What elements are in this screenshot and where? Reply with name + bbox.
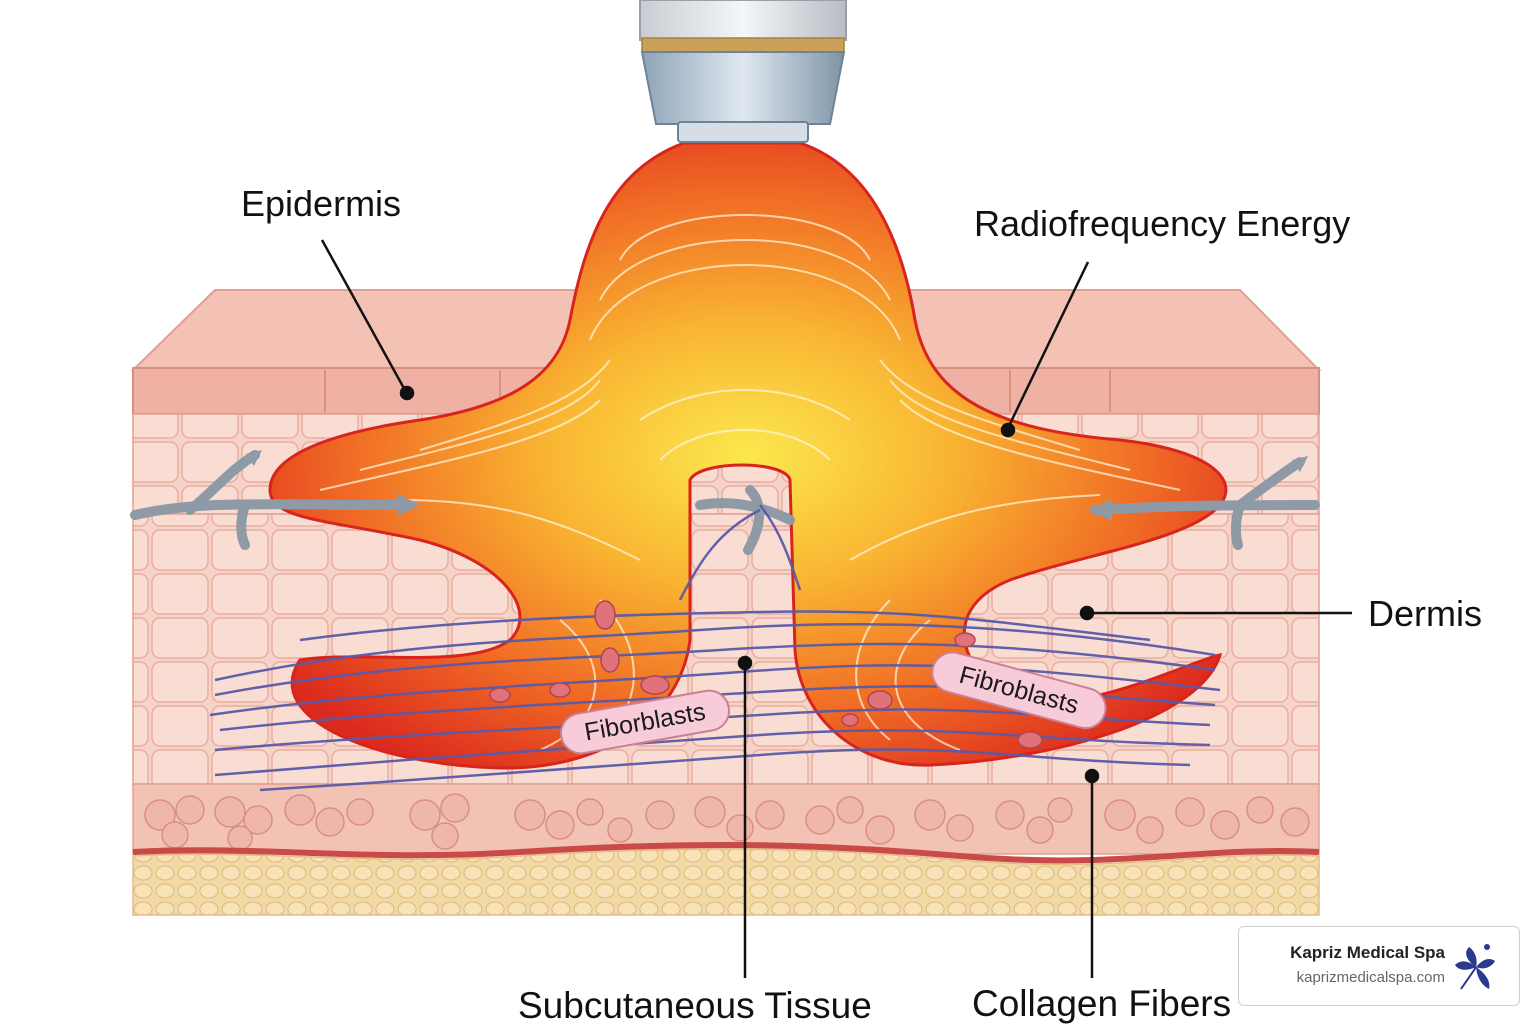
radiofrequency-energy-field <box>268 141 1228 770</box>
leaf-flower-icon <box>1455 944 1495 990</box>
energy-wave-lines <box>319 214 1181 751</box>
probe-gold-band <box>641 37 845 53</box>
probe-body <box>639 0 847 41</box>
probe-base <box>677 121 809 143</box>
leader-lines <box>320 239 1352 978</box>
energy-shape <box>268 141 1228 770</box>
arrow-heads <box>246 450 1308 521</box>
rf-probe <box>639 0 847 143</box>
fat-layer <box>132 848 1320 916</box>
label-dermis: Dermis <box>1368 593 1482 634</box>
fat-lobules <box>144 793 1310 851</box>
probe-tip <box>640 51 846 125</box>
brand-name: Kapriz Medical Spa <box>1290 943 1445 962</box>
label-radiofrequency-energy: Radiofrequency Energy <box>974 203 1350 244</box>
basement-membrane <box>132 841 1320 864</box>
brand-url[interactable]: kaprizmedicalspa.com <box>1296 969 1445 986</box>
vessel-arrows <box>130 450 1320 555</box>
label-collagen-fibers: Collagen Fibers <box>972 983 1231 1024</box>
label-subcutaneous-tissue: Subcutaneous Tissue <box>518 985 872 1024</box>
fibroblast-cells <box>489 600 1043 749</box>
label-epidermis: Epidermis <box>241 183 401 224</box>
brand-badge[interactable]: Kapriz Medical Spa kaprizmedicalspa.com <box>1238 926 1520 1006</box>
